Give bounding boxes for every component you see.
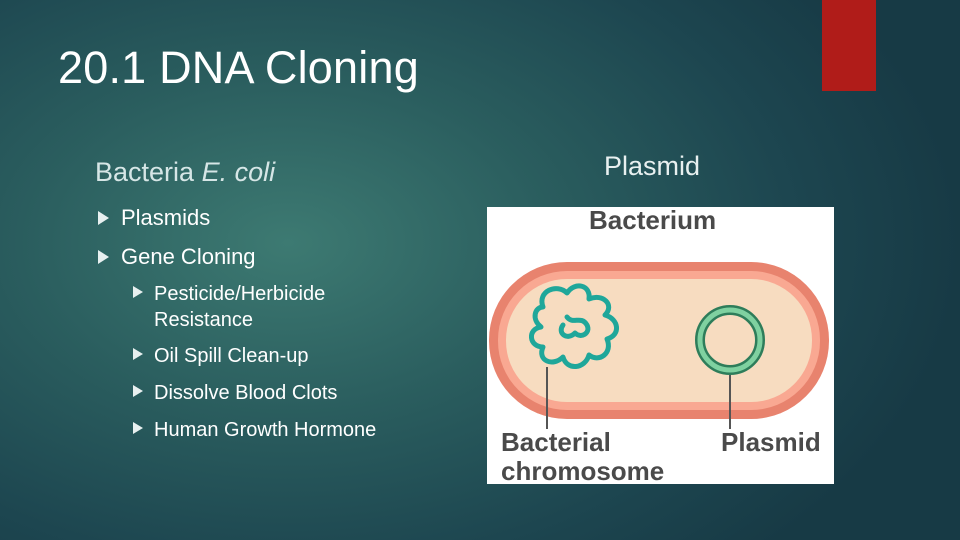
accent-bar bbox=[822, 0, 876, 91]
bacterium-illustration: Bacterium Bacterial chromosome Plasmid bbox=[489, 207, 829, 484]
triangle-bullet-icon bbox=[133, 286, 143, 298]
triangle-bullet-icon bbox=[133, 422, 143, 434]
bacterium-diagram: Bacterium Bacterial chromosome Plasmid bbox=[487, 207, 834, 484]
cytoplasm bbox=[506, 279, 812, 402]
bullet-text: Gene Cloning bbox=[121, 244, 256, 269]
diagram-title: Bacterium bbox=[589, 207, 716, 235]
plasmid-heading: Plasmid bbox=[604, 151, 701, 181]
sub-bullet-text: Dissolve Blood Clots bbox=[154, 382, 338, 404]
plasmid-label: Plasmid bbox=[721, 427, 821, 457]
triangle-bullet-icon bbox=[98, 250, 109, 264]
sub-bullet-text-cont: Resistance bbox=[154, 309, 253, 331]
plasmid-ring bbox=[697, 307, 763, 373]
chromosome-label-line1: Bacterial bbox=[501, 427, 611, 457]
bullet-text: Plasmids bbox=[121, 205, 211, 230]
triangle-bullet-icon bbox=[133, 385, 143, 397]
triangle-bullet-icon bbox=[98, 211, 109, 225]
sub-bullet-text: Pesticide/Herbicide bbox=[154, 283, 326, 305]
subtitle-text: Bacteria bbox=[95, 157, 202, 187]
slide-subtitle: Bacteria E. coli bbox=[95, 157, 275, 188]
chromosome-dna bbox=[529, 283, 619, 369]
triangle-bullet-icon bbox=[133, 348, 143, 360]
slide-title: 20.1 DNA Cloning bbox=[58, 42, 419, 93]
subtitle-italic: E. coli bbox=[201, 157, 276, 187]
sub-bullet-text: Human Growth Hormone bbox=[154, 419, 377, 441]
chromosome-label-line2: chromosome bbox=[501, 456, 664, 484]
sub-bullet-text: Oil Spill Clean-up bbox=[154, 345, 309, 367]
